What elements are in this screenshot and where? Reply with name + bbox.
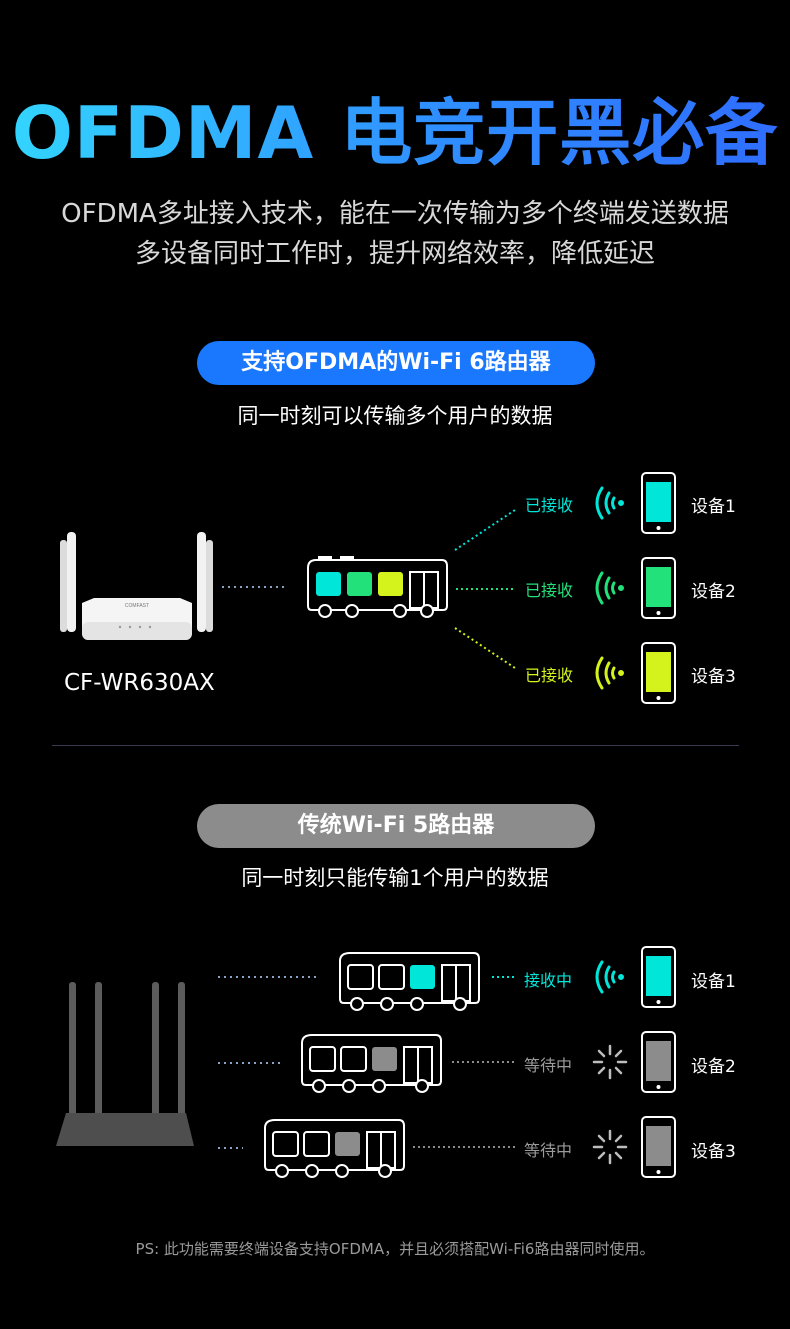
status-label: 已接收 — [525, 666, 574, 685]
wifi-signal-icon — [595, 656, 624, 690]
device-label: 设备1 — [691, 497, 736, 517]
status-label: 已接收 — [525, 496, 574, 515]
page-title: OFDMA 电竞开黑必备 — [0, 88, 790, 178]
device-label: 设备2 — [691, 1057, 736, 1077]
status-label: 等待中 — [524, 1141, 573, 1160]
smartphone-icon — [641, 1031, 676, 1093]
bus-icon — [301, 1034, 442, 1093]
packet-block-2 — [347, 572, 372, 596]
smartphone-icon — [641, 472, 676, 534]
wifi6-router-icon: COMFAST — [60, 532, 213, 640]
device-label: 设备3 — [691, 1142, 736, 1162]
smartphone-icon — [641, 557, 676, 619]
device-label: 设备3 — [691, 667, 736, 687]
wifi6-subtitle: 同一时刻可以传输多个用户的数据 — [237, 404, 553, 428]
wifi5-subtitle: 同一时刻只能传输1个用户的数据 — [241, 866, 549, 890]
bus-icon — [264, 1119, 405, 1178]
status-label: 等待中 — [524, 1056, 573, 1075]
loading-spinner-icon — [592, 1129, 628, 1165]
wifi6-router-pill: 支持OFDMA的Wi-Fi 6路由器 — [197, 341, 595, 385]
footnote: PS: 此功能需要终端设备支持OFDMA，并且必须搭配Wi-Fi6路由器同时使用… — [135, 1240, 655, 1258]
ofdma-bus-icon — [307, 556, 448, 618]
bus-icon — [339, 952, 480, 1011]
smartphone-icon — [641, 1116, 676, 1178]
packet-block-1 — [316, 572, 341, 596]
wifi-signal-icon — [595, 571, 624, 605]
packet-block-active — [410, 965, 435, 989]
smartphone-icon — [641, 946, 676, 1008]
smartphone-icon — [641, 642, 676, 704]
wifi5-router-icon — [56, 982, 194, 1146]
loading-spinner-icon — [592, 1044, 628, 1080]
intro-line-2: 多设备同时工作时，提升网络效率，降低延迟 — [134, 239, 655, 269]
section-divider — [52, 745, 739, 746]
status-label: 接收中 — [524, 971, 573, 990]
device-label: 设备1 — [691, 972, 736, 992]
router-brand-label: COMFAST — [125, 603, 149, 609]
wifi-signal-icon — [595, 486, 624, 520]
packet-block-3 — [378, 572, 403, 596]
wifi5-router-pill: 传统Wi-Fi 5路由器 — [197, 804, 595, 848]
device-label: 设备2 — [691, 582, 736, 602]
status-label: 已接收 — [525, 581, 574, 600]
wifi-signal-icon — [595, 960, 624, 994]
intro-line-1: OFDMA多址接入技术，能在一次传输为多个终端发送数据 — [61, 199, 729, 229]
router-model-label: CF-WR630AX — [64, 670, 215, 696]
